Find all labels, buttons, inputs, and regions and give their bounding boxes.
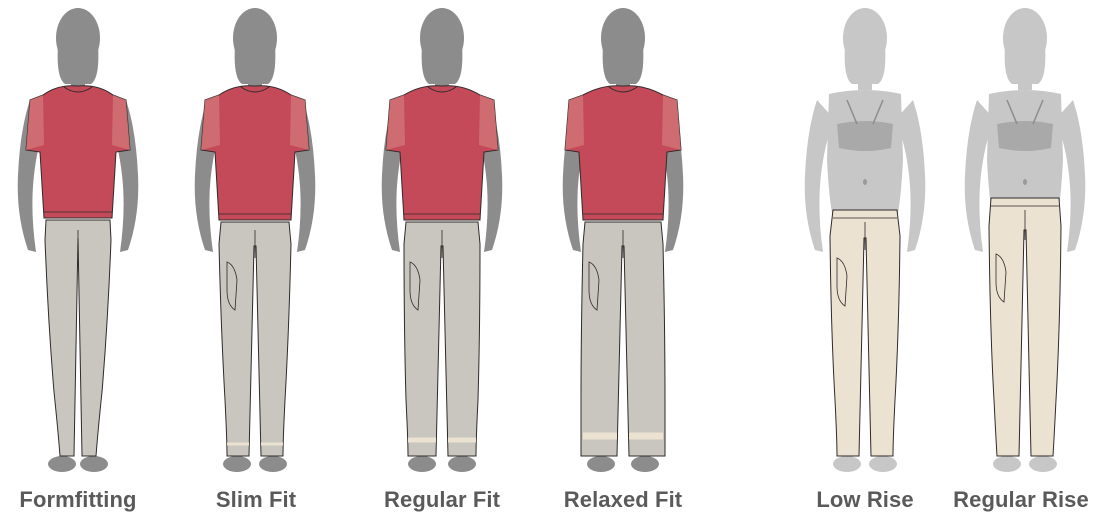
figure-slim-fit xyxy=(175,0,335,480)
figure-low-rise xyxy=(785,0,945,480)
figure-label-formfitting: Formfitting xyxy=(0,487,163,513)
figure-label-relaxed-fit: Relaxed Fit xyxy=(538,487,708,513)
woman-formfitting-outfit-icon xyxy=(0,0,158,480)
figure-relaxed-fit xyxy=(543,0,703,480)
woman-low-rise-pants-icon xyxy=(785,0,945,480)
figure-label-slim-fit: Slim Fit xyxy=(171,487,341,513)
figure-regular-rise xyxy=(945,0,1105,480)
figure-label-regular-fit: Regular Fit xyxy=(357,487,527,513)
figure-regular-fit xyxy=(362,0,522,480)
woman-slim-fit-outfit-icon xyxy=(175,0,335,480)
woman-relaxed-fit-outfit-icon xyxy=(543,0,703,480)
figure-label-low-rise: Low Rise xyxy=(780,487,950,513)
figure-label-regular-rise: Regular Rise xyxy=(936,487,1106,513)
woman-regular-fit-outfit-icon xyxy=(362,0,522,480)
figure-formfitting xyxy=(0,0,158,480)
woman-regular-rise-pants-icon xyxy=(945,0,1105,480)
